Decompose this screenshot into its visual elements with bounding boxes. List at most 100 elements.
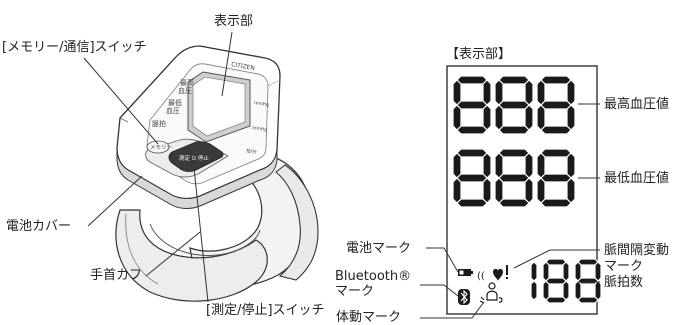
- diastolic-digit-3-seg-e: [536, 177, 546, 204]
- unit-mmhg-2: mmHg: [252, 125, 268, 133]
- label-measure-switch: [測定/停止]スイッチ: [206, 303, 325, 318]
- battery-icon: [458, 269, 473, 276]
- bluetooth-icon: [458, 289, 470, 305]
- label-irregular-line1: 脈間隔変動: [604, 243, 670, 258]
- diastolic-digit-3-seg-d: [540, 198, 572, 208]
- lcd-digit-groups: [452, 75, 602, 304]
- systolic-digit-2-seg-f: [494, 79, 504, 106]
- device-markings: CITIZEN 最高 血圧 最低 血圧 脈拍 mmHg mmHg 拍/分 メモリ…: [150, 61, 270, 162]
- diastolic-digit-2: [494, 148, 534, 208]
- systolic-digit-2-seg-d: [498, 125, 530, 135]
- systolic-digit-1-seg-a: [456, 75, 488, 85]
- diastolic-digit-3-seg-g: [540, 173, 572, 183]
- diastolic-digit-1-seg-f: [452, 152, 462, 179]
- systolic-digit-1-seg-e: [452, 104, 462, 131]
- systolic-digit-1: [452, 75, 492, 135]
- label-body-motion: 体動マーク: [336, 310, 402, 325]
- pulse-digit-2-seg-g: [545, 277, 567, 285]
- diastolic-digit-1-seg-d: [456, 198, 488, 208]
- diastolic-digit-1-seg-c: [482, 177, 492, 204]
- systolic-digit-2-seg-b: [524, 79, 534, 106]
- brand-marking: CITIZEN: [231, 61, 256, 72]
- diastolic-digit-3-seg-c: [566, 177, 576, 204]
- diastolic-digit-2-seg-e: [494, 177, 504, 204]
- pulse-digit-2-seg-d: [545, 296, 567, 304]
- label-battery-cover: 電池カバー: [6, 219, 72, 234]
- diastolic-digit-3: [536, 148, 576, 208]
- systolic-digit-1-seg-d: [456, 125, 488, 135]
- systolic-digit-3-seg-f: [536, 79, 546, 106]
- cuff-loop-inner: [149, 223, 261, 256]
- device-leader-lines: [83, 31, 233, 303]
- memory-button-shape: [146, 140, 170, 154]
- diastolic-digit-3-seg-b: [566, 152, 576, 179]
- dia-marking-line2: 血圧: [166, 106, 180, 115]
- systolic-digit-3-seg-d: [540, 125, 572, 135]
- memory-button-marking: メモリー: [150, 144, 172, 151]
- label-memory-switch: [メモリー/通信]スイッチ: [2, 40, 147, 55]
- diastolic-digit-3-seg-a: [540, 148, 572, 158]
- pulse-digit-1-seg-c: [530, 280, 538, 301]
- device-bottom-band: [116, 147, 278, 209]
- sys-marking-line2: 血圧: [178, 86, 192, 95]
- panel-leader-lines: [420, 103, 600, 319]
- blood-pressure-monitor: [115, 45, 319, 302]
- systolic-digit-2: [494, 75, 534, 135]
- lcd-panel: ((: [446, 65, 602, 315]
- sys-marking-line1: 最高: [180, 78, 194, 87]
- diastolic-digit-1-seg-a: [456, 148, 488, 158]
- label-pulse: 脈拍数: [604, 275, 644, 290]
- svg-text:((: ((: [477, 271, 485, 282]
- pulse-digit-1-seg-b: [530, 261, 538, 282]
- cuff-loop: [115, 209, 268, 302]
- label-diastolic: 最低血圧値: [604, 171, 670, 186]
- systolic-digit-3-seg-a: [540, 75, 572, 85]
- diastolic-digit-1-seg-b: [482, 152, 492, 179]
- label-irregular-line2: マーク: [604, 259, 644, 274]
- diastolic-digit-2-seg-g: [498, 173, 530, 183]
- diastolic-digit-2-seg-b: [524, 152, 534, 179]
- pulse-digit-2-seg-a: [545, 258, 567, 266]
- unit-mmhg-1: mmHg: [254, 100, 270, 108]
- systolic-digit-2-seg-g: [498, 100, 530, 110]
- diastolic-digit-2-seg-f: [494, 152, 504, 179]
- measure-button-marking: 測定 ⏻ 停止: [179, 154, 209, 162]
- systolic-digit-1-seg-b: [482, 79, 492, 106]
- diastolic-digit-1: [452, 148, 492, 208]
- irregular-heartbeat-icon: ((: [477, 265, 508, 282]
- label-systolic: 最高血圧値: [604, 97, 670, 112]
- diastolic-digit-1-seg-g: [456, 173, 488, 183]
- systolic-digit-2-seg-e: [494, 104, 504, 131]
- systolic-digit-2-seg-a: [498, 75, 530, 85]
- label-wrist-cuff: 手首カフ: [90, 268, 143, 283]
- label-display-section: 表示部: [214, 14, 254, 29]
- systolic-digit-3: [536, 75, 576, 135]
- diastolic-digit-3-seg-f: [536, 152, 546, 179]
- diastolic-digit-2-seg-c: [524, 177, 534, 204]
- pulse-digit-3-seg-d: [577, 296, 599, 304]
- pulse-digit-2: [542, 258, 570, 304]
- systolic-digit-1-seg-c: [482, 104, 492, 131]
- cuff-strap: [275, 164, 319, 281]
- systolic-digit-3-seg-e: [536, 104, 546, 131]
- pulse-digit-3-seg-a: [577, 258, 599, 266]
- systolic-digit-1-seg-f: [452, 79, 462, 106]
- diastolic-digit-2-seg-a: [498, 148, 530, 158]
- pulse-digit-3-seg-g: [577, 277, 599, 285]
- systolic-digit-2-seg-c: [524, 104, 534, 131]
- label-bluetooth-line1: Bluetooth®: [335, 269, 412, 284]
- cuff-edge: [125, 213, 159, 285]
- label-bluetooth-line2: マーク: [335, 284, 375, 299]
- systolic-digit-3-seg-g: [540, 100, 572, 110]
- panel-title: 【表示部】: [446, 47, 512, 62]
- diastolic-digit-1-seg-e: [452, 177, 462, 204]
- label-battery-mark: 電池マーク: [346, 241, 412, 256]
- pulse-digit-3: [574, 258, 602, 304]
- measure-stop-button-shape: [168, 141, 224, 172]
- systolic-digit-3-seg-c: [566, 104, 576, 131]
- diastolic-digit-2-seg-d: [498, 198, 530, 208]
- systolic-digit-1-seg-g: [456, 100, 488, 110]
- lcd-window: [192, 76, 246, 137]
